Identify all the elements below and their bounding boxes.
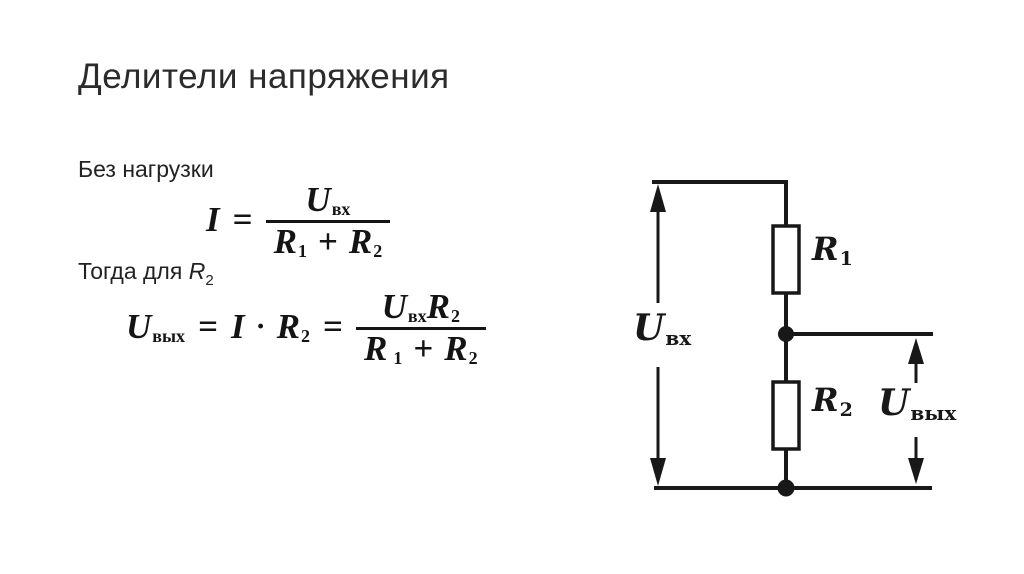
u-out-subscript: вых xyxy=(152,325,186,346)
then-for-r2-subscript: 2 xyxy=(205,272,214,289)
r1-label-subscript: 1 xyxy=(839,248,853,270)
current-symbol: I xyxy=(231,307,245,346)
r1-label-base: R xyxy=(812,230,839,268)
r1-symbol: R xyxy=(363,328,388,368)
u-in-symbol: U xyxy=(305,180,331,219)
r1-resistor xyxy=(771,224,801,295)
current-symbol: I xyxy=(206,200,220,239)
r2-subscript: 2 xyxy=(450,306,460,326)
r2-label-base: R xyxy=(812,381,839,419)
u-out-down-arrow-icon xyxy=(908,458,924,484)
r2-symbol: R xyxy=(276,307,301,346)
r2-subscript: 2 xyxy=(301,325,311,346)
r1-subscript: 1 xyxy=(297,240,307,261)
r2-symbol: R xyxy=(426,287,450,326)
then-for-r2-var: R xyxy=(188,258,206,284)
u-out-label-subscript: вых xyxy=(910,401,957,425)
then-for-text: Тогда для R2 xyxy=(78,258,214,289)
then-for-label: Тогда для xyxy=(78,258,189,284)
u-in-label-base: U xyxy=(633,307,665,349)
r2-symbol: R xyxy=(348,221,373,261)
no-load-text: Без нагрузки xyxy=(78,156,214,182)
r2-resistor xyxy=(771,380,801,451)
u-in-subscript: вх xyxy=(331,199,351,219)
u-in-symbol: U xyxy=(381,287,407,326)
circuit-svg xyxy=(650,180,933,497)
r2-subscript: 2 xyxy=(373,240,383,261)
r2-symbol: R xyxy=(444,328,468,368)
plus-sign: + xyxy=(413,328,434,368)
multiply-dot: · xyxy=(255,310,266,343)
mid-junction-dot xyxy=(778,326,794,342)
u-out-symbol: U xyxy=(126,307,152,346)
r1-subscript: 1 xyxy=(393,347,403,368)
u-out-up-arrow-icon xyxy=(908,338,924,364)
u-in-up-arrow-icon xyxy=(650,184,666,212)
u-out-label-base: U xyxy=(878,382,910,424)
equals-sign: = xyxy=(232,200,253,239)
r2-label-subscript: 2 xyxy=(839,399,853,421)
page-title: Делители напряжения xyxy=(78,57,450,96)
r2-subscript: 2 xyxy=(468,347,478,368)
u-in-down-arrow-icon xyxy=(650,458,666,486)
u-in-label-subscript: вх xyxy=(665,326,692,350)
equals-sign: = xyxy=(198,307,219,346)
plus-sign: + xyxy=(317,221,338,261)
equals-sign: = xyxy=(323,307,343,346)
bottom-junction-dot xyxy=(777,479,795,497)
r1-symbol: R xyxy=(273,221,297,261)
u-in-subscript: вх xyxy=(407,306,427,326)
